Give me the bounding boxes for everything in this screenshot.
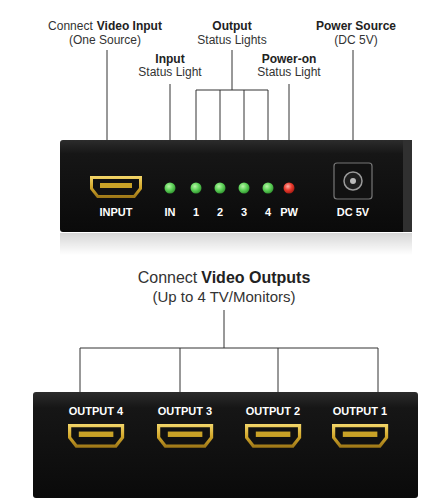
leader-line: [107, 50, 108, 140]
label-row: (Up to 4 TV/Monitors): [152, 288, 295, 305]
port-label: OUTPUT 2: [246, 405, 300, 418]
label-row: OUTPUT 4: [69, 405, 123, 418]
led-label: IN: [165, 206, 176, 219]
label-row: PW: [280, 206, 298, 219]
leader-line: [80, 348, 378, 349]
leader-line: [196, 90, 268, 91]
callout-text: Input: [155, 53, 184, 67]
callout-text: Status Light: [257, 66, 320, 80]
hdmi-port: [332, 424, 388, 448]
led-label: 1: [193, 206, 199, 219]
leader-line: [289, 84, 290, 140]
leader-line: [278, 348, 279, 392]
label-row: Power-on: [262, 53, 317, 67]
leader-line: [244, 90, 245, 140]
label-row: OUTPUT 3: [158, 405, 212, 418]
led-label: 4: [265, 206, 271, 219]
dc-jack: [334, 163, 372, 199]
port-label: OUTPUT 4: [69, 405, 123, 418]
label-row: Input: [155, 53, 184, 67]
status-led: [239, 183, 250, 194]
label-row: OUTPUT 2: [246, 405, 300, 418]
callout-text: Power Source: [316, 20, 396, 34]
callout-text: Status Light: [138, 66, 201, 80]
port-label: OUTPUT 3: [158, 405, 212, 418]
callout-text: (DC 5V): [334, 34, 377, 48]
callout-text: Connect: [48, 20, 93, 34]
hdmi-port: [68, 424, 124, 448]
callout-text: Video Input: [97, 20, 162, 34]
leader-line: [378, 348, 379, 392]
hdmi-port: [245, 424, 301, 448]
jack-label: DC 5V: [337, 206, 369, 219]
hdmi-port: [157, 424, 213, 448]
label-row: DC 5V: [337, 206, 369, 219]
leader-lines: [80, 310, 378, 392]
power-led: [284, 183, 295, 194]
leader-line: [170, 84, 171, 140]
heading-text: (Up to 4 TV/Monitors): [152, 288, 295, 305]
label-row: Status Light: [257, 66, 320, 80]
status-led: [263, 183, 274, 194]
dc-jack-socket: [344, 172, 362, 190]
status-led: [165, 183, 176, 194]
housing-side: [403, 140, 412, 232]
dc-jack-pin: [350, 178, 356, 184]
callout-text: Status Lights: [197, 34, 266, 48]
label-row: ConnectVideo Outputs: [138, 269, 311, 287]
leader-lines: [107, 50, 353, 140]
leader-line: [268, 90, 269, 140]
status-led: [191, 183, 202, 194]
label-row: 4: [265, 206, 271, 219]
led-label: PW: [280, 206, 298, 219]
led-label: 2: [217, 206, 223, 219]
label-row: IN: [165, 206, 176, 219]
hdmi-port: [90, 176, 142, 198]
label-row: Power Source: [316, 20, 396, 34]
callout-text: (One Source): [69, 34, 141, 48]
status-led: [215, 183, 226, 194]
label-row: 1: [193, 206, 199, 219]
callout-text: Power-on: [262, 53, 317, 67]
leader-line: [232, 50, 233, 90]
housing-reflection: [60, 233, 412, 255]
port-label: INPUT: [100, 206, 133, 219]
splitter-housing: [33, 392, 418, 498]
label-row: Status Lights: [197, 34, 266, 48]
label-row: OUTPUT 1: [333, 405, 387, 418]
leader-line: [224, 310, 225, 348]
port-label: OUTPUT 1: [333, 405, 387, 418]
splitter-housing: [60, 140, 412, 232]
label-row: (DC 5V): [334, 34, 377, 48]
label-row: INPUT: [100, 206, 133, 219]
label-row: Connect Video Input: [48, 20, 162, 34]
label-row: Status Light: [138, 66, 201, 80]
leader-line: [180, 348, 181, 392]
leader-line: [353, 50, 354, 140]
label-row: 3: [241, 206, 247, 219]
label-row: (One Source): [69, 34, 141, 48]
led-label: 3: [241, 206, 247, 219]
heading-text: Connect: [138, 269, 198, 287]
callout-text: Output: [212, 20, 251, 34]
label-row: 2: [217, 206, 223, 219]
leader-line: [196, 90, 197, 140]
label-row: Output: [212, 20, 251, 34]
leader-line: [80, 348, 81, 392]
heading-text: Video Outputs: [201, 269, 310, 287]
leader-line: [220, 90, 221, 140]
